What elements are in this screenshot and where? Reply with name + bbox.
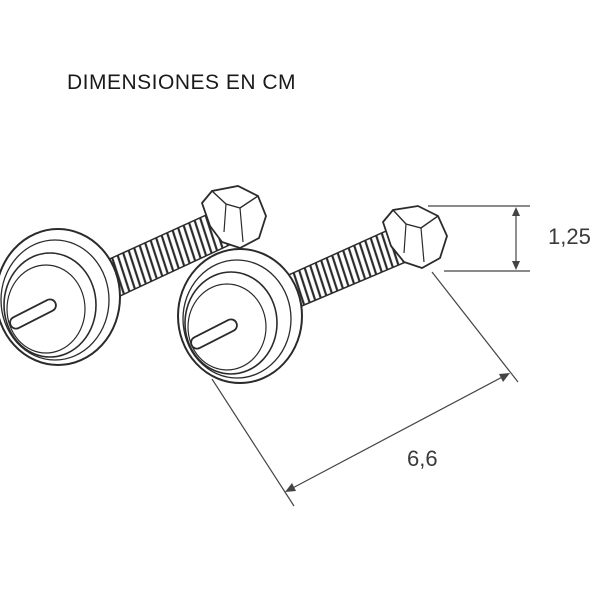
left-bolt — [0, 185, 267, 366]
left-bolt-nut — [200, 185, 267, 249]
page-title: DIMENSIONES EN CM — [67, 71, 297, 94]
height-dimension-label: 1,25 — [548, 224, 591, 249]
right-bolt-nut — [381, 205, 448, 269]
length-dimension-label: 6,6 — [407, 446, 438, 471]
height-dimension — [428, 205, 530, 272]
right-bolt — [177, 205, 448, 384]
length-dimension — [211, 271, 519, 507]
right-bolt-head — [177, 248, 303, 384]
left-bolt-head — [0, 228, 121, 366]
